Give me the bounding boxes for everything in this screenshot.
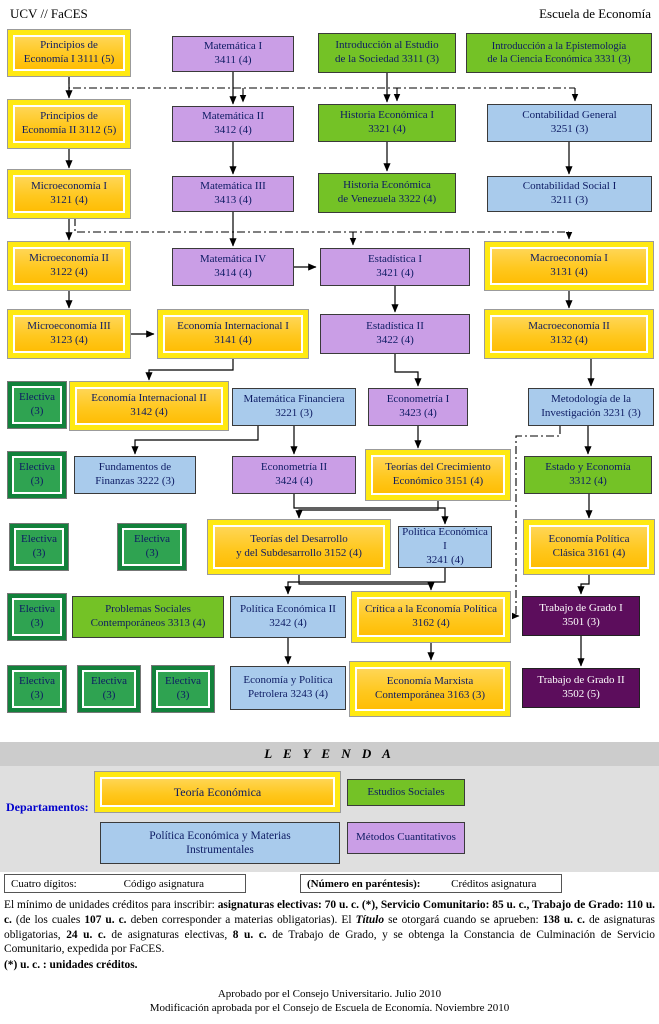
course-politica-economica-1: Política Económica I 3241 (4) (398, 526, 492, 568)
course-economia-politica-clasica: Economía Política Clásica 3161 (4) (524, 520, 654, 574)
course-intro-sociedad: Introducción al Estudio de la Sociedad 3… (318, 33, 456, 73)
course-microeconomia-3: Microeconomía III 3123 (4) (8, 310, 130, 358)
legend-parentesis-label: (Número en paréntesis): (307, 877, 421, 890)
legend-cuatro-digitos-label: Cuatro dígitos: (11, 877, 77, 890)
legend-title: L E Y E N D A (0, 742, 659, 766)
course-trabajo-grado-1: Trabajo de Grado I 3501 (3) (522, 596, 640, 636)
course-matematica-financiera: Matemática Financiera 3221 (3) (232, 388, 356, 426)
course-teorias-desarrollo: Teorías del Desarrollo y del Subdesarrol… (208, 520, 390, 574)
legend-teoria-economica: Teoría Económica (95, 772, 340, 812)
course-microeconomia-2: Microeconomía II 3122 (4) (8, 242, 130, 290)
course-macroeconomia-1: Macroeconomía I 3131 (4) (485, 242, 653, 290)
legend-creditos-box: (Número en paréntesis): Créditos asignat… (300, 874, 562, 893)
course-electiva-s9: Electiva (3) (8, 594, 66, 640)
course-electiva-s6: Electiva (3) (8, 382, 66, 428)
approval-line-2: Modificación aprobada por el Consejo de … (149, 1002, 510, 1015)
course-economia-internacional-1: Economía Internacional I 3141 (4) (158, 310, 308, 358)
course-principios-economia-1: Principios de Economía I 3111 (5) (8, 30, 130, 76)
course-contabilidad-social-1: Contabilidad Social I 3211 (3) (487, 176, 652, 212)
course-matematica-2: Matemática II 3412 (4) (172, 106, 294, 142)
course-intro-epistemologia: Introducción a la Epistemología de la Ci… (466, 33, 652, 73)
header-left: UCV // FaCES (10, 6, 88, 21)
course-microeconomia-1: Microeconomía I 3121 (4) (8, 170, 130, 218)
course-electiva-s8b: Electiva (3) (118, 524, 186, 570)
course-electiva-s10b: Electiva (3) (78, 666, 140, 712)
legend-departamentos-label: Departamentos: (6, 800, 89, 814)
legend-codigo-box: Cuatro dígitos: Código asignatura (4, 874, 246, 893)
course-critica-economia-politica: Crítica a la Economía Política 3162 (4) (352, 592, 510, 642)
course-metodologia-investigacion: Metodología de la Investigación 3231 (3) (528, 388, 654, 426)
course-estadistica-1: Estadística I 3421 (4) (320, 248, 470, 286)
course-economia-internacional-2: Economía Internacional II 3142 (4) (70, 382, 228, 430)
course-electiva-s10c: Electiva (3) (152, 666, 214, 712)
course-contabilidad-general: Contabilidad General 3251 (3) (487, 104, 652, 142)
approval-footer: Aprobado por el Consejo Universitario. J… (4, 987, 655, 1016)
course-estado-economia: Estado y Economía 3312 (4) (524, 456, 652, 494)
course-matematica-1: Matemática I 3411 (4) (172, 36, 294, 72)
course-matematica-3: Matemática III 3413 (4) (172, 176, 294, 212)
legend-codigo-value: Código asignatura (123, 877, 205, 890)
course-teorias-crecimiento: Teorías del Crecimiento Económico 3151 (… (366, 450, 510, 500)
approval-line-1: Aprobado por el Consejo Universitario. J… (217, 988, 442, 1001)
course-electiva-s8a: Electiva (3) (10, 524, 68, 570)
course-matematica-4: Matemática IV 3414 (4) (172, 248, 294, 286)
course-economia-marxista: Economía Marxista Contemporánea 3163 (3) (350, 662, 510, 716)
course-electiva-s10a: Electiva (3) (8, 666, 66, 712)
uc-footnote: (*) u. c. : unidades créditos. (4, 959, 138, 972)
course-historia-economica-venezuela: Historia Económica de Venezuela 3322 (4) (318, 173, 456, 213)
notes-section: El mínimo de unidades créditos para insc… (4, 898, 655, 1016)
course-econometria-1: Econometría I 3423 (4) (368, 388, 468, 426)
course-fundamentos-finanzas: Fundamentos de Finanzas 3222 (3) (74, 456, 196, 494)
legend-metodos-cuantitativos: Métodos Cuantitativos (347, 822, 465, 854)
header-right: Escuela de Economía (539, 6, 651, 21)
course-economia-petrolera: Economía y Política Petrolera 3243 (4) (230, 666, 346, 710)
course-econometria-2: Econometría II 3424 (4) (232, 456, 356, 494)
legend-politica-economica: Política Económica y Materias Instrument… (100, 822, 340, 864)
course-trabajo-grado-2: Trabajo de Grado II 3502 (5) (522, 668, 640, 708)
legend-creditos-value: Créditos asignatura (451, 877, 537, 890)
legend-estudios-sociales: Estudios Sociales (347, 779, 465, 806)
course-principios-economia-2: Principios de Economía II 3112 (5) (8, 100, 130, 148)
course-problemas-sociales: Problemas Sociales Contemporáneos 3313 (… (72, 596, 224, 638)
course-historia-economica-1: Historia Económica I 3321 (4) (318, 104, 456, 142)
course-estadistica-2: Estadística II 3422 (4) (320, 314, 470, 354)
course-electiva-s7: Electiva (3) (8, 452, 66, 498)
course-macroeconomia-2: Macroeconomía II 3132 (4) (485, 310, 653, 358)
credits-note: El mínimo de unidades créditos para insc… (4, 899, 655, 956)
course-politica-economica-2: Política Económica II 3242 (4) (230, 596, 346, 638)
